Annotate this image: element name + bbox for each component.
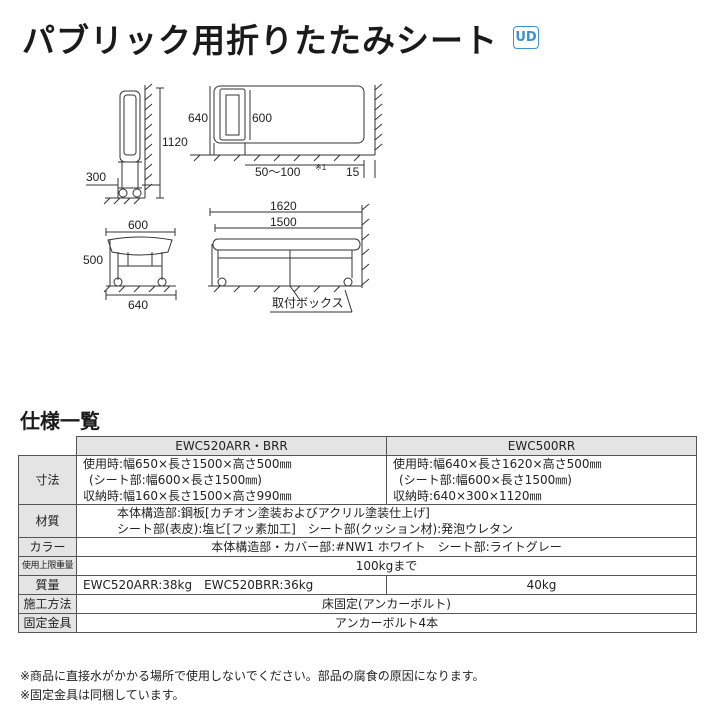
product-dimension-diagram: 1120 640 300 600 50～100 ※1 15 600 500 64… — [83, 83, 383, 313]
spec-row-material: 材質 本体構造部:鋼板[カチオン塗装およびアクリル塗装仕上げ] シート部(表皮)… — [18, 504, 697, 538]
dim-wall-gap: 50～100 — [255, 165, 301, 179]
spec-row-fixing-hardware: 固定金具 アンカーボルト4本 — [18, 613, 697, 633]
spec-cell: 40kg — [386, 575, 697, 595]
cell-line: 収納時:幅160×長さ1500×高さ990㎜ — [83, 489, 292, 503]
dim-long-total: 1620 — [270, 199, 297, 213]
dim-folded-height: 1120 — [162, 135, 188, 149]
spec-row-max-load: 使用上限重量 100kgまで — [18, 556, 697, 576]
dim-front-height: 500 — [83, 253, 103, 267]
long-view-drawing — [208, 203, 370, 313]
cell-line: (シート部:幅600×長さ1500㎜) — [399, 473, 572, 487]
side-view-folded-drawing — [86, 83, 164, 205]
cell-line: シート部(表皮):塩ビ[フッ素加工] シート部(クッション材):発泡ウレタン — [117, 522, 514, 536]
row-label: 施工方法 — [18, 594, 77, 614]
spec-header-row: EWC520ARR・BRR EWC500RR — [18, 436, 697, 456]
row-label: 使用上限重量 — [18, 556, 77, 576]
spec-cell: 使用時:幅650×長さ1500×高さ500㎜ (シート部:幅600×長さ1500… — [76, 455, 387, 505]
cell-line: 収納時:640×300×1120㎜ — [393, 489, 542, 503]
dim-folded-depth: 300 — [86, 170, 106, 184]
spec-cell: アンカーボルト4本 — [76, 613, 697, 633]
cell-line: (シート部:幅600×長さ1500㎜) — [89, 473, 262, 487]
dim-wall-offset: 15 — [346, 165, 360, 179]
wall-view-drawing — [190, 83, 383, 178]
row-label: 材質 — [18, 504, 77, 538]
cell-line: 使用時:幅650×長さ1500×高さ500㎜ — [83, 457, 292, 471]
column-header: EWC500RR — [386, 436, 697, 456]
column-header: EWC520ARR・BRR — [76, 436, 387, 456]
dim-long-seat: 1500 — [270, 215, 297, 229]
cell-line: 使用時:幅640×長さ1620×高さ500㎜ — [393, 457, 602, 471]
footnotes: ※商品に直接水がかかる場所で使用しないでください。部品の腐食の原因になります。 … — [20, 667, 485, 705]
spec-heading: 仕様一覧 — [20, 409, 100, 433]
dim-wall-gap-note: ※1 — [315, 163, 327, 172]
dim-front-width-top: 600 — [128, 218, 148, 232]
spec-cell: 本体構造部・カバー部:#NW1 ホワイト シート部:ライトグレー — [76, 537, 697, 557]
spec-row-weight: 質量 EWC520ARR:38kg EWC520BRR:36kg 40kg — [18, 575, 697, 595]
row-label: カラー — [18, 537, 77, 557]
front-view-drawing — [103, 228, 177, 300]
dim-wall-height-640: 640 — [188, 111, 208, 125]
spec-cell: 使用時:幅640×長さ1620×高さ500㎜ (シート部:幅600×長さ1500… — [386, 455, 697, 505]
mounting-box-label: 取付ボックス — [272, 296, 344, 310]
spec-cell: 100kgまで — [76, 556, 697, 576]
row-label: 寸法 — [18, 455, 77, 505]
spec-row-installation: 施工方法 床固定(アンカーボルト) — [18, 594, 697, 614]
spec-cell: EWC520ARR:38kg EWC520BRR:36kg — [76, 575, 387, 595]
page-title: パブリック用折りたたみシート — [22, 21, 498, 60]
spec-row-dimensions: 寸法 使用時:幅650×長さ1500×高さ500㎜ (シート部:幅600×長さ1… — [18, 455, 697, 505]
cell-line: 本体構造部:鋼板[カチオン塗装およびアクリル塗装仕上げ] — [117, 506, 430, 520]
row-label: 固定金具 — [18, 613, 77, 633]
row-label: 質量 — [18, 575, 77, 595]
dim-front-width-bottom: 640 — [128, 298, 148, 312]
spec-row-color: カラー 本体構造部・カバー部:#NW1 ホワイト シート部:ライトグレー — [18, 537, 697, 557]
spec-table: EWC520ARR・BRR EWC500RR 寸法 使用時:幅650×長さ150… — [18, 436, 697, 633]
dim-wall-height-600: 600 — [252, 111, 272, 125]
spec-cell: 床固定(アンカーボルト) — [76, 594, 697, 614]
spec-cell: 本体構造部:鋼板[カチオン塗装およびアクリル塗装仕上げ] シート部(表皮):塩ビ… — [76, 504, 697, 538]
footnote: ※商品に直接水がかかる場所で使用しないでください。部品の腐食の原因になります。 — [20, 669, 485, 683]
footnote: ※固定金具は同梱しています。 — [20, 688, 185, 702]
universal-design-badge: UD — [513, 26, 539, 49]
